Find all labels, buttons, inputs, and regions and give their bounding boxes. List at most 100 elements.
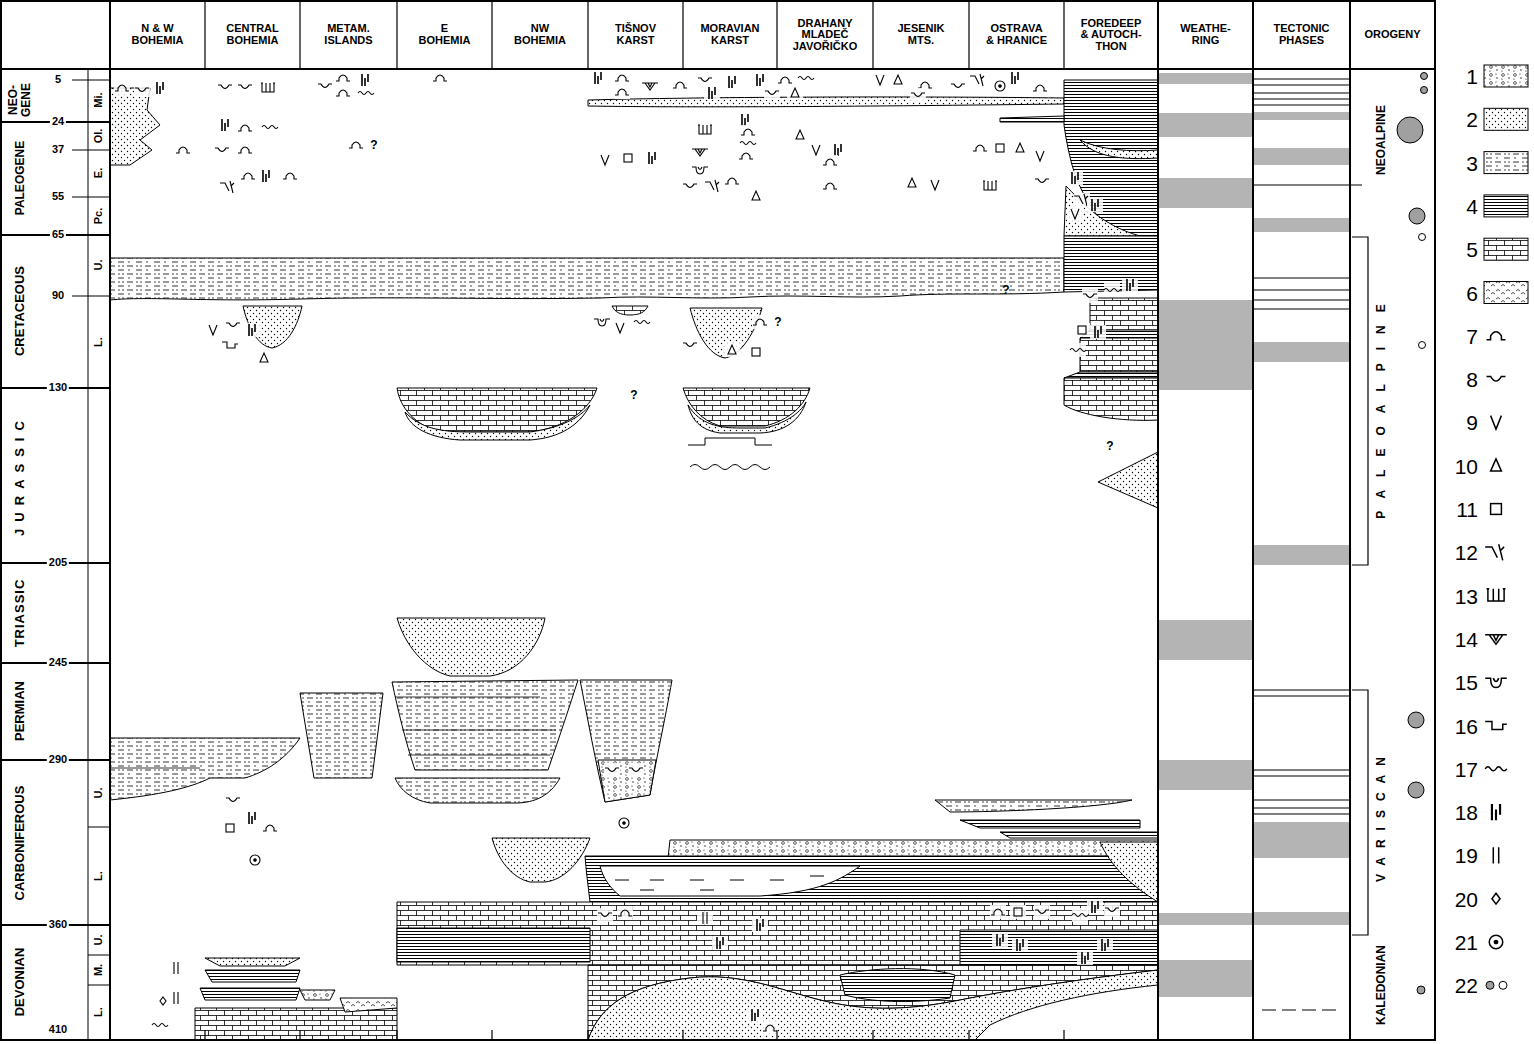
legend-number: 1 bbox=[1466, 66, 1478, 87]
header-text: OROGENY bbox=[1364, 29, 1420, 41]
karst-symbol bbox=[283, 173, 297, 179]
rock-units bbox=[397, 902, 1158, 965]
symbol-ground bbox=[748, 345, 764, 359]
rock-units bbox=[668, 840, 1158, 858]
header-text: JESENIK MTS. bbox=[891, 23, 951, 46]
column-header: OSTRAVA & HRANICE bbox=[971, 3, 1062, 67]
karst-symbol bbox=[629, 768, 643, 772]
karst-symbol bbox=[218, 85, 232, 89]
legend-symbol bbox=[1492, 893, 1500, 904]
symbol-ground bbox=[237, 121, 253, 135]
karst-symbol bbox=[1035, 179, 1049, 183]
rock-units bbox=[110, 80, 1158, 1040]
legend-symbol bbox=[1487, 589, 1506, 601]
age-number: 90 bbox=[50, 290, 66, 302]
symbol-ground bbox=[244, 323, 260, 337]
rock-units bbox=[1064, 372, 1158, 378]
epoch-label: U. bbox=[93, 788, 105, 799]
period-name: TRIASSIC bbox=[13, 579, 27, 648]
legend-number: 4 bbox=[1466, 195, 1478, 216]
karst-symbol bbox=[362, 74, 368, 86]
symbol-ground bbox=[752, 73, 768, 87]
rock-units bbox=[935, 800, 1132, 812]
legend-number: 9 bbox=[1466, 412, 1478, 433]
karst-symbol bbox=[894, 75, 902, 84]
symbol-ground bbox=[992, 141, 1008, 155]
rock-units bbox=[110, 738, 300, 800]
karst-symbol bbox=[835, 144, 841, 156]
karst-symbol bbox=[615, 75, 629, 81]
symbol-ground bbox=[644, 151, 660, 165]
karst-symbol bbox=[1095, 326, 1101, 338]
karst-symbol bbox=[911, 93, 925, 97]
rock-units bbox=[397, 618, 545, 676]
symbol-ground bbox=[692, 145, 708, 159]
symbol-ground bbox=[237, 143, 253, 157]
header-text: TECTONIC PHASES bbox=[1267, 23, 1337, 46]
rock-units bbox=[200, 988, 300, 1000]
rock-units bbox=[1100, 842, 1158, 902]
symbol-ground bbox=[764, 86, 780, 100]
legend-number: 3 bbox=[1466, 152, 1478, 173]
symbol-ground bbox=[740, 136, 756, 150]
karst-symbol bbox=[160, 997, 166, 1005]
epoch-label: U. bbox=[93, 935, 105, 946]
karst-symbol bbox=[174, 962, 178, 974]
legend-pattern-swatch bbox=[1484, 152, 1528, 174]
epoch-label: Mi. bbox=[93, 92, 105, 107]
legend-number: 14 bbox=[1455, 628, 1478, 649]
symbol-ground bbox=[992, 79, 1008, 93]
age-number: 205 bbox=[47, 557, 69, 569]
karst-symbol bbox=[615, 89, 629, 95]
rock-units bbox=[690, 465, 770, 470]
karst-symbol bbox=[594, 319, 610, 326]
legend-pattern-swatch bbox=[1484, 282, 1528, 304]
karst-symbol bbox=[692, 167, 708, 174]
symbol-ground bbox=[357, 73, 373, 87]
rock-units bbox=[1098, 452, 1158, 508]
legend-symbol bbox=[1485, 767, 1507, 771]
symbol-ground bbox=[612, 321, 628, 335]
period-name: CARBONIFEROUS bbox=[13, 786, 27, 901]
karst-symbol bbox=[753, 319, 767, 325]
symbol-ground bbox=[222, 338, 238, 352]
symbol-ground bbox=[614, 71, 630, 85]
symbol-ground bbox=[822, 179, 838, 193]
legend-number: 2 bbox=[1466, 109, 1478, 130]
symbol-ground bbox=[1097, 938, 1113, 952]
orogeny-name: KALEDONIAN bbox=[1375, 945, 1388, 1025]
chart-grid bbox=[205, 1030, 1064, 1040]
karst-symbol bbox=[973, 145, 987, 151]
symbol-ground bbox=[697, 123, 713, 137]
karst-symbol bbox=[261, 83, 275, 92]
karst-symbol bbox=[262, 126, 278, 129]
legend-pattern-swatch bbox=[1484, 238, 1528, 260]
tectonic-phase-lines bbox=[1253, 184, 1362, 185]
symbol-ground bbox=[262, 821, 278, 835]
symbol-ground bbox=[220, 180, 236, 194]
magmatism-circles bbox=[1397, 73, 1428, 995]
symbol-ground bbox=[205, 323, 221, 337]
symbol-ground bbox=[260, 81, 276, 95]
karst-symbol bbox=[157, 82, 163, 94]
symbol-ground bbox=[724, 174, 740, 188]
rock-units bbox=[588, 965, 1158, 1040]
legend-symbol bbox=[1485, 678, 1507, 687]
weathering-bars bbox=[1158, 913, 1253, 925]
karst-symbol bbox=[757, 919, 763, 931]
chart-grid bbox=[205, 1, 1064, 69]
legend-number: 16 bbox=[1455, 715, 1478, 736]
magmatism-circles bbox=[1421, 73, 1428, 80]
rock-units bbox=[1000, 116, 1064, 122]
karst-symbol bbox=[226, 798, 240, 802]
rock-units bbox=[1064, 186, 1140, 236]
rock-units bbox=[1000, 832, 1158, 838]
symbol-ground bbox=[808, 143, 824, 157]
orogeny-name: NEOALPINE bbox=[1375, 105, 1388, 175]
karst-symbol bbox=[336, 90, 350, 96]
tectonic-phase-lines bbox=[1262, 1010, 1342, 1011]
legend-samples bbox=[1484, 65, 1528, 989]
symbol-ground bbox=[697, 73, 713, 87]
symbol-ground bbox=[1012, 141, 1028, 155]
symbol-ground bbox=[247, 853, 263, 867]
